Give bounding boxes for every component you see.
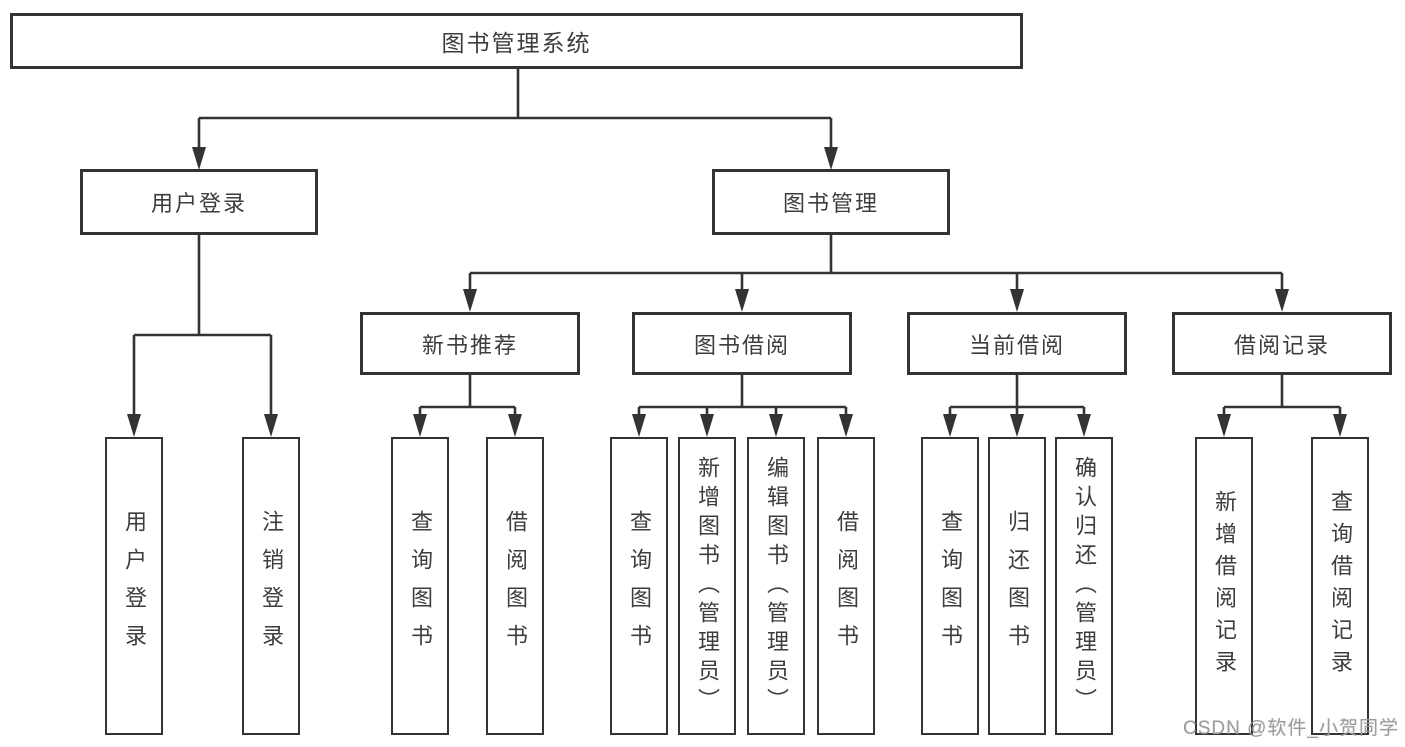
csdn-watermark: CSDN @软件_小贺同学: [1183, 718, 1399, 739]
node-label: 借阅记录: [1233, 332, 1330, 358]
leaf-edit-books-admin: 编辑图书（管理员）: [747, 437, 805, 735]
node-borrowing-records: 借阅记录: [1172, 312, 1392, 375]
leaf-query-books-current: 查询图书: [921, 437, 979, 735]
leaf-label: 归还图书: [1005, 510, 1030, 662]
leaf-user-login: 用户登录: [105, 437, 163, 735]
leaf-label: 查询借阅记录: [1328, 490, 1353, 682]
leaf-label: 编辑图书（管理员）: [764, 455, 789, 717]
leaf-label: 新增借阅记录: [1212, 490, 1237, 682]
leaf-query-books-recommend: 查询图书: [391, 437, 449, 735]
node-book-management: 图书管理: [712, 169, 950, 235]
connector-strokes: [132, 67, 1342, 418]
node-user-login: 用户登录: [80, 169, 318, 235]
node-book-borrowing: 图书借阅: [632, 312, 852, 375]
leaf-borrow-books: 借阅图书: [817, 437, 875, 735]
leaf-label: 新增图书（管理员）: [695, 455, 720, 717]
node-label: 新书推荐: [421, 332, 518, 358]
node-root-library-system: 图书管理系统: [10, 13, 1023, 69]
leaf-label: 用户登录: [122, 510, 147, 662]
node-current-borrowing: 当前借阅: [907, 312, 1127, 375]
leaf-label: 注销登录: [259, 510, 284, 662]
leaf-logout: 注销登录: [242, 437, 300, 735]
leaf-confirm-return-admin: 确认归还（管理员）: [1055, 437, 1113, 735]
leaf-query-borrow-record: 查询借阅记录: [1311, 437, 1369, 735]
leaf-label: 查询图书: [627, 510, 652, 662]
leaf-add-borrow-record: 新增借阅记录: [1195, 437, 1253, 735]
node-new-book-recommend: 新书推荐: [360, 312, 580, 375]
node-label: 用户登录: [150, 191, 247, 216]
leaf-label: 确认归还（管理员）: [1072, 455, 1097, 717]
arrowhead-icons: [127, 147, 1347, 437]
leaf-label: 查询图书: [938, 510, 963, 662]
node-label: 图书管理: [782, 191, 879, 216]
leaf-label: 借阅图书: [503, 510, 528, 662]
leaf-label: 查询图书: [408, 510, 433, 662]
leaf-borrow-books-recommend: 借阅图书: [486, 437, 544, 735]
leaf-label: 借阅图书: [834, 510, 859, 662]
node-label: 当前借阅: [968, 332, 1065, 358]
node-label: 图书借阅: [693, 332, 790, 358]
node-label: 图书管理系统: [441, 30, 592, 56]
leaf-return-books: 归还图书: [988, 437, 1046, 735]
leaf-add-books-admin: 新增图书（管理员）: [678, 437, 736, 735]
leaf-query-books-borrow: 查询图书: [610, 437, 668, 735]
